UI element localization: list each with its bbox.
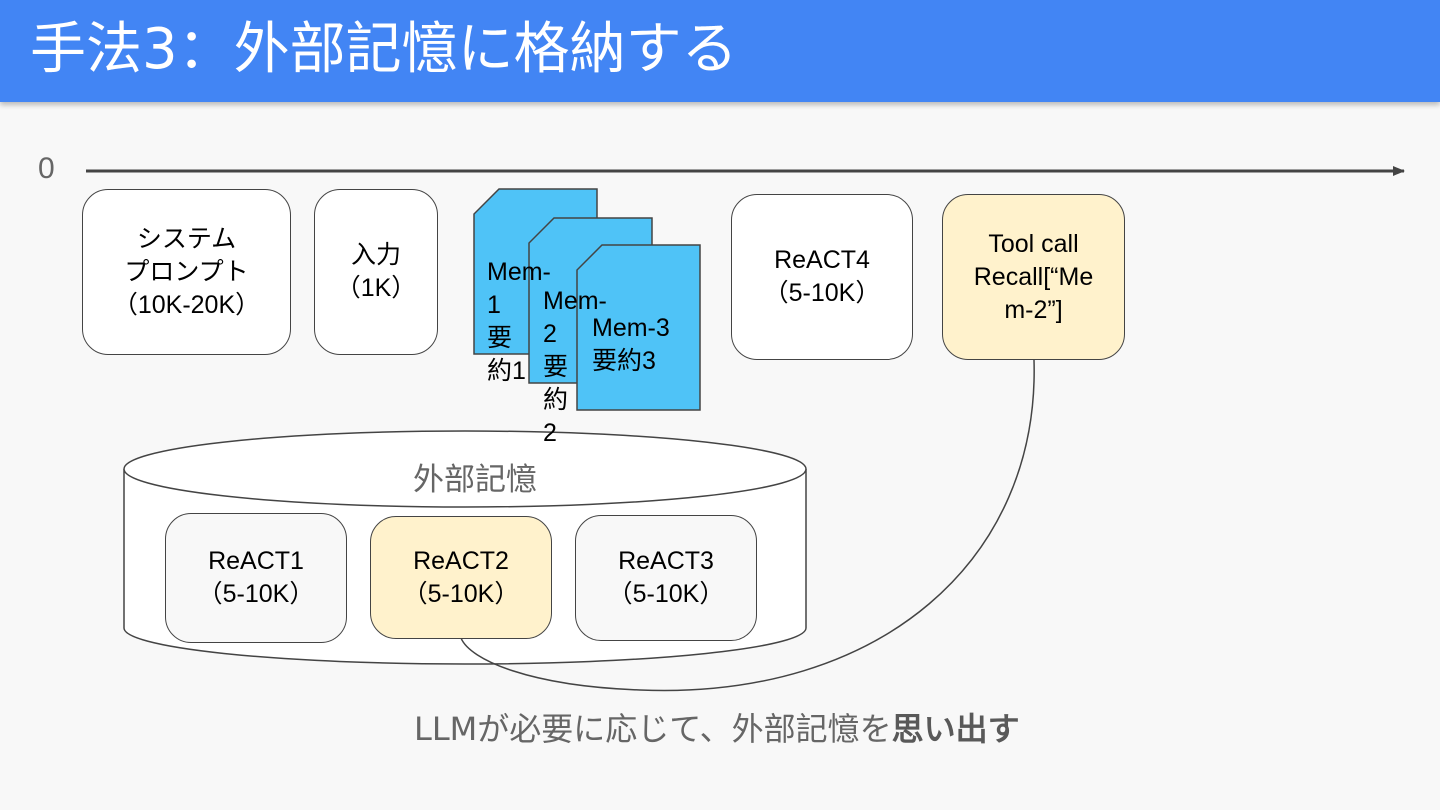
stored-react3-block: ReACT3 （5-10K） [575,515,757,641]
tool-call-block: Tool call Recall[“Me m-2”] [942,194,1125,360]
system-prompt-block: システム プロンプト （10K-20K） [82,189,291,355]
stored-react2-block: ReACT2 （5-10K） [370,516,552,639]
recall-connector-line [460,359,1035,692]
external-storage-label: 外部記憶 [413,462,537,498]
memory-doc-3-label: Mem-3 要約3 [592,314,670,375]
memory-doc-2-label: Mem-2 要約2 [543,287,607,447]
memory-doc-1-label: Mem-1 要約1 [487,258,551,385]
caption-text: LLMが必要に応じて、外部記憶を [414,710,892,748]
slide-title: 手法3：外部記憶に格納する [30,17,738,82]
title-bar: 手法3：外部記憶に格納する [0,0,1440,102]
input-block: 入力 （1K） [314,189,438,355]
stored-react1-block: ReACT1 （5-10K） [165,513,347,643]
caption: LLMが必要に応じて、外部記憶を思い出す [414,704,1020,750]
memory-doc-3-shape [576,244,701,411]
axis-origin-label: 0 [38,152,55,185]
react4-block: ReACT4 （5-10K） [731,194,913,360]
caption-emphasis: 思い出す [891,710,1020,748]
